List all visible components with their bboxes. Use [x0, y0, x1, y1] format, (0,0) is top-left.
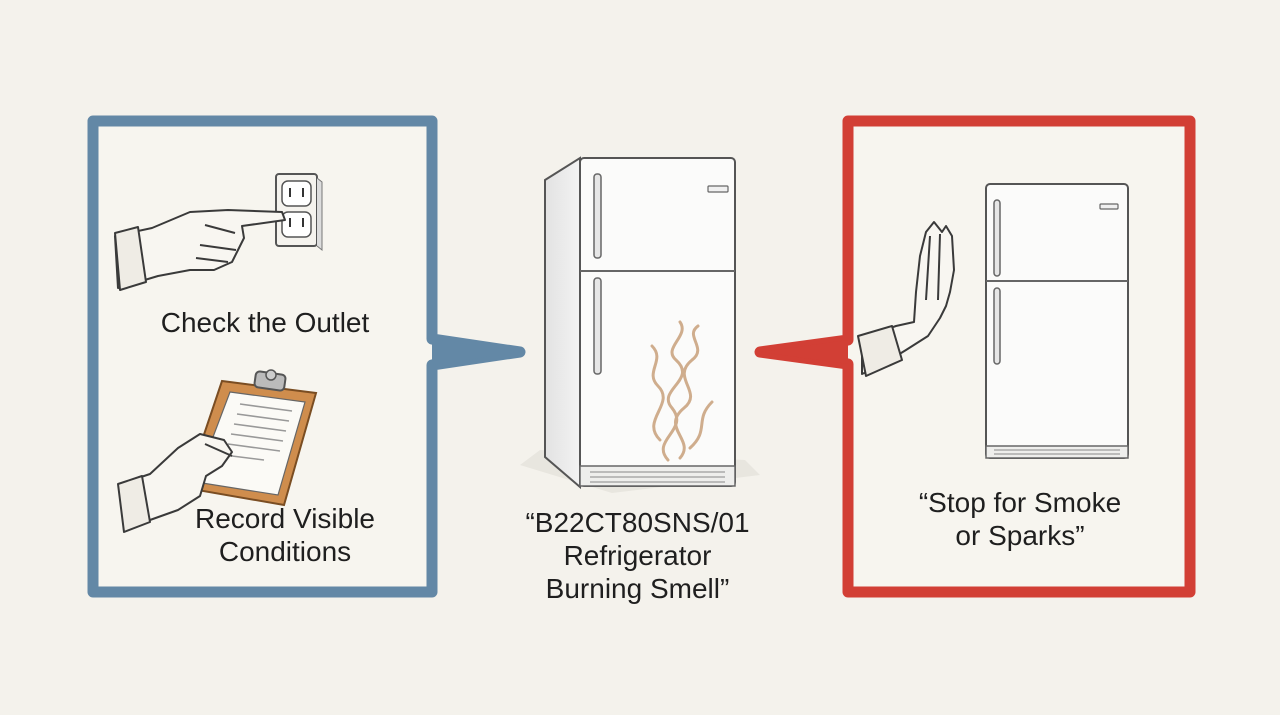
center-caption-line-2: Refrigerator: [563, 540, 712, 571]
wall-outlet-icon: [275, 173, 323, 252]
refrigerator-icon: [520, 156, 760, 493]
step-record-line-2: Conditions: [218, 536, 352, 567]
stop-hand-icon: [857, 221, 955, 377]
stop-warning: “Stop for Smoke or Sparks”: [880, 486, 1160, 552]
clipboard-icon: [184, 369, 318, 507]
refrigerator-small-icon: [985, 183, 1129, 459]
stop-warning-line-1: “Stop for Smoke: [918, 487, 1122, 518]
center-caption-line-3: Burning Smell”: [545, 573, 730, 604]
step-check-outlet: Check the Outlet: [110, 306, 420, 339]
pointing-hand-icon: [114, 209, 286, 291]
step-record-conditions: Record Visible Conditions: [140, 502, 430, 568]
center-caption-line-1: “B22CT80SNS/01: [525, 507, 750, 538]
holding-hand-icon: [117, 433, 233, 533]
stop-warning-line-2: or Sparks”: [955, 520, 1085, 551]
smoke-icon: [650, 320, 714, 462]
step-check-outlet-text: Check the Outlet: [160, 307, 370, 338]
center-caption: “B22CT80SNS/01 Refrigerator Burning Smel…: [500, 506, 775, 605]
step-record-line-1: Record Visible: [194, 503, 376, 534]
